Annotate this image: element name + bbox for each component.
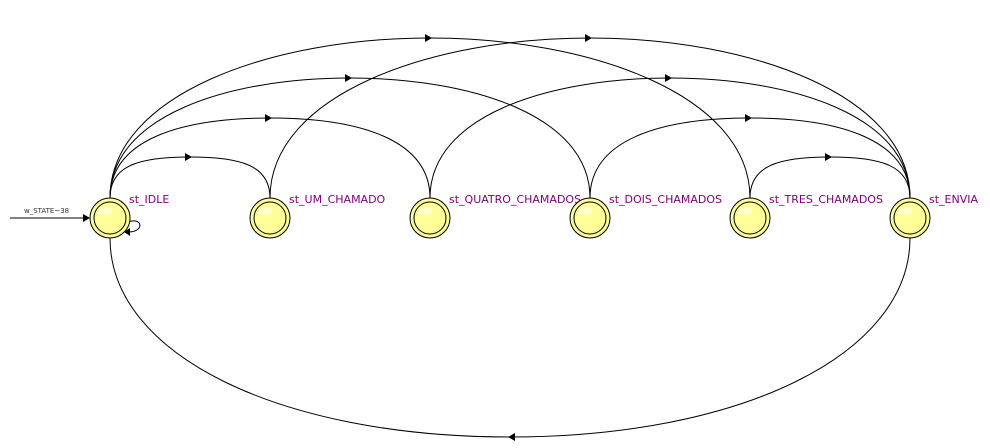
transition-um-to-envia[interactable] (269, 34, 911, 199)
state-um-chamado[interactable] (249, 197, 291, 239)
transition-idle-to-um[interactable] (109, 153, 271, 199)
state-label-um-chamado: st_UM_CHAMADO (289, 193, 386, 206)
state-idle[interactable] (89, 197, 131, 239)
transition-idle-to-dois[interactable] (109, 74, 591, 199)
state-label-tres-chamados: st_TRES_CHAMADOS (769, 193, 883, 206)
transition-envia-to-idle[interactable] (109, 237, 911, 441)
transition-idle-to-quatro[interactable] (109, 114, 431, 199)
state-tres-chamados[interactable] (729, 197, 771, 239)
state-quatro-chamados[interactable] (409, 197, 451, 239)
transition-dois-to-envia[interactable] (589, 114, 911, 199)
state-label-quatro-chamados: st_QUATRO_CHAMADOS (449, 193, 581, 206)
transition-quatro-to-envia[interactable] (429, 74, 911, 199)
reset-label: w_STATE~38 (24, 207, 69, 215)
state-label-envia: st_ENVIA (929, 193, 978, 206)
transition-tres-to-envia[interactable] (749, 153, 911, 199)
transition-idle-to-tres[interactable] (109, 34, 751, 199)
state-envia[interactable] (889, 197, 931, 239)
state-dois-chamados[interactable] (569, 197, 611, 239)
state-label-dois-chamados: st_DOIS_CHAMADOS (609, 193, 722, 206)
state-label-idle: st_IDLE (129, 193, 169, 206)
reset-transition[interactable] (10, 214, 90, 222)
reset-arrowhead (83, 214, 90, 222)
